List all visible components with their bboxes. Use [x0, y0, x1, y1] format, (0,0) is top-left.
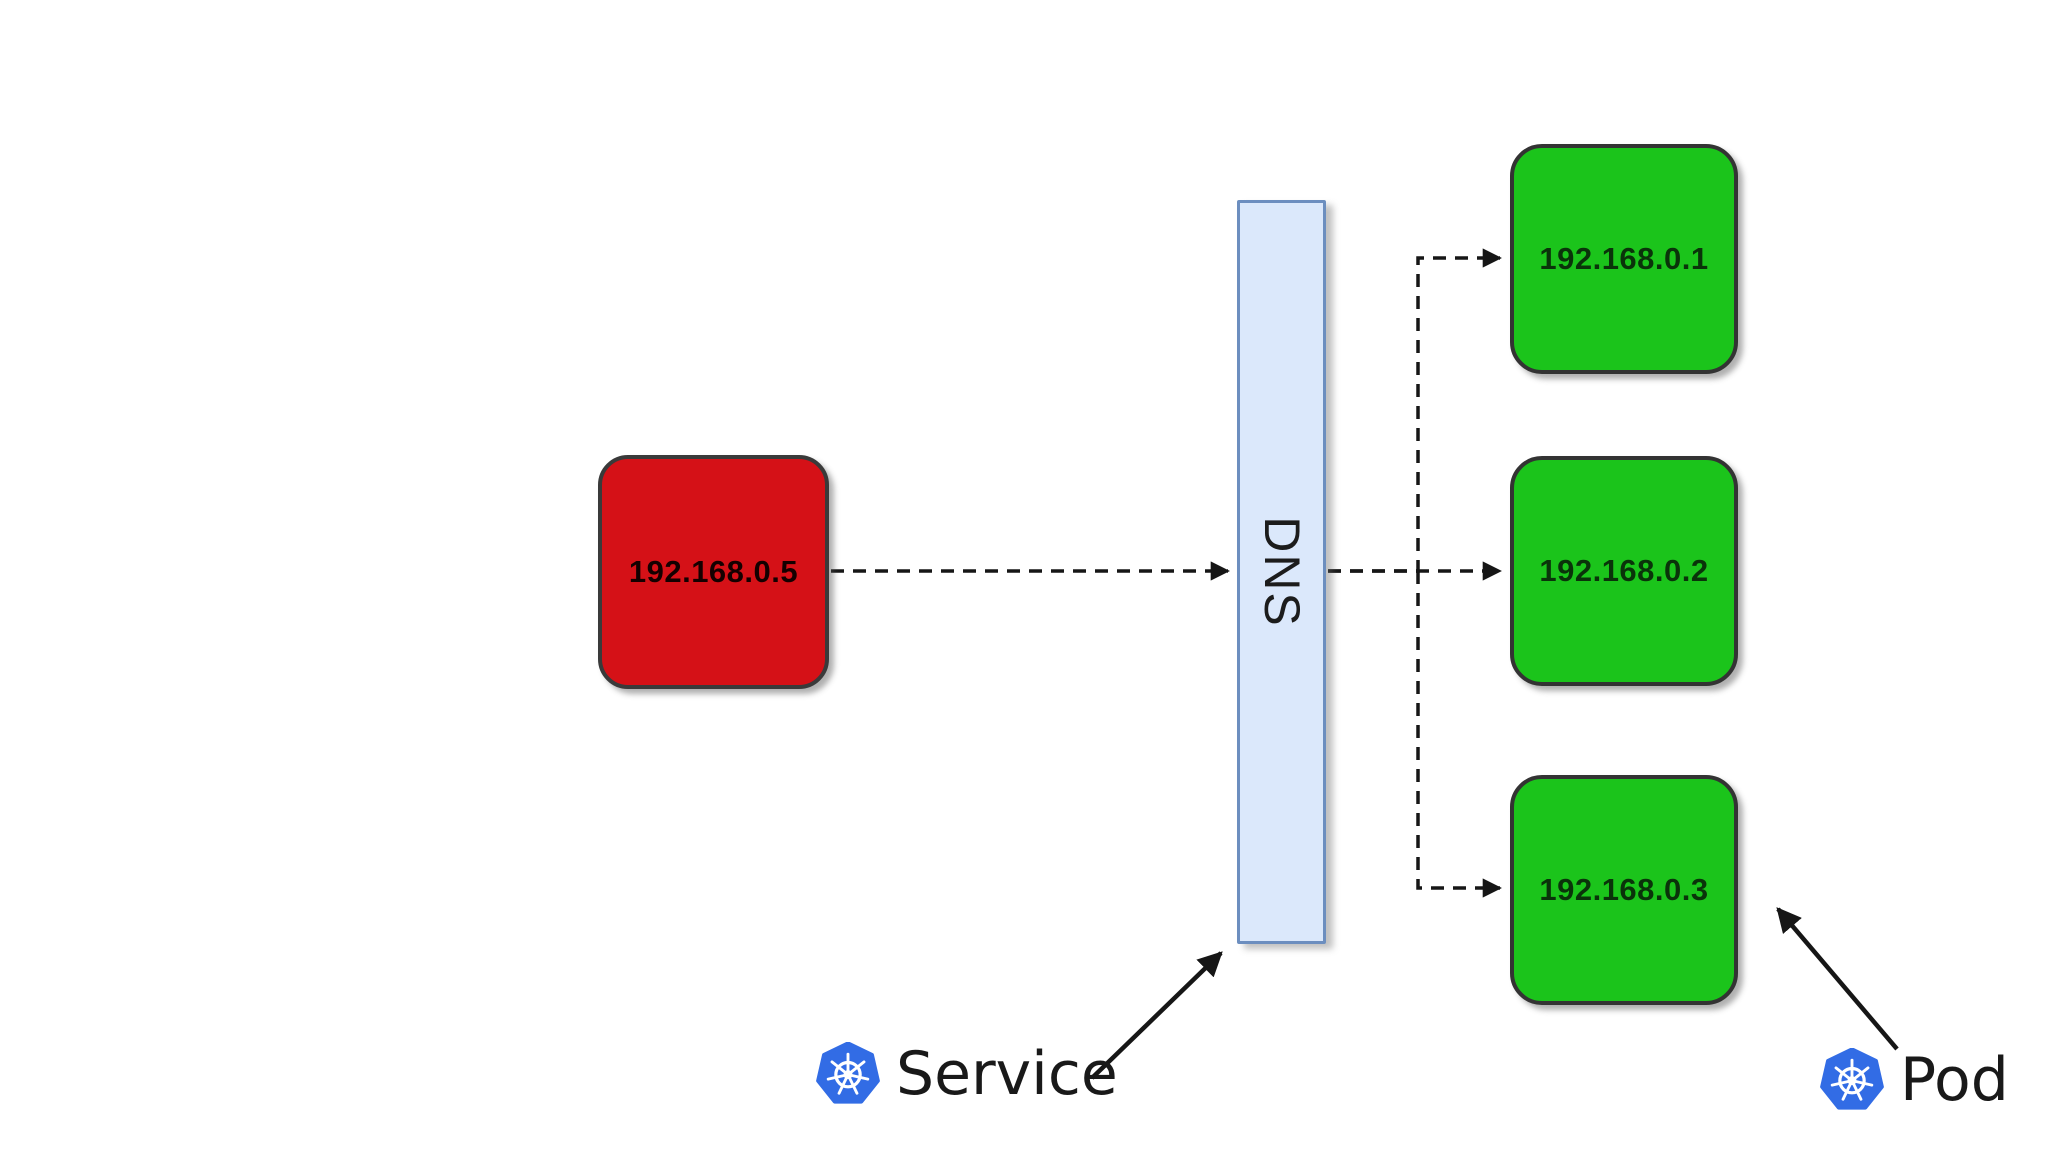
dns-service-bar: DNS [1237, 200, 1326, 944]
pod-ip-label: 192.168.0.2 [1539, 553, 1709, 588]
dns-label: DNS [1253, 516, 1310, 628]
service-legend-label: Service [896, 1039, 1118, 1109]
arrow-dns-to-pod3 [1416, 571, 1502, 898]
client-node: 192.168.0.5 [598, 455, 829, 689]
pod-node-3: 192.168.0.3 [1510, 775, 1738, 1005]
client-ip-label: 192.168.0.5 [628, 554, 799, 589]
pod-node-1: 192.168.0.1 [1510, 144, 1738, 374]
arrow-dns-to-pod1 [1328, 248, 1502, 573]
service-legend: Service [816, 1042, 1118, 1106]
pod-callout-arrow [1776, 907, 1899, 1051]
kubernetes-icon [1820, 1048, 1884, 1110]
kubernetes-icon [816, 1042, 880, 1104]
pod-ip-label: 192.168.0.1 [1539, 241, 1709, 276]
pod-ip-label: 192.168.0.3 [1539, 872, 1709, 907]
pod-legend: Pod [1820, 1048, 2009, 1112]
pod-node-2: 192.168.0.2 [1510, 456, 1738, 686]
pod-legend-label: Pod [1900, 1045, 2009, 1115]
